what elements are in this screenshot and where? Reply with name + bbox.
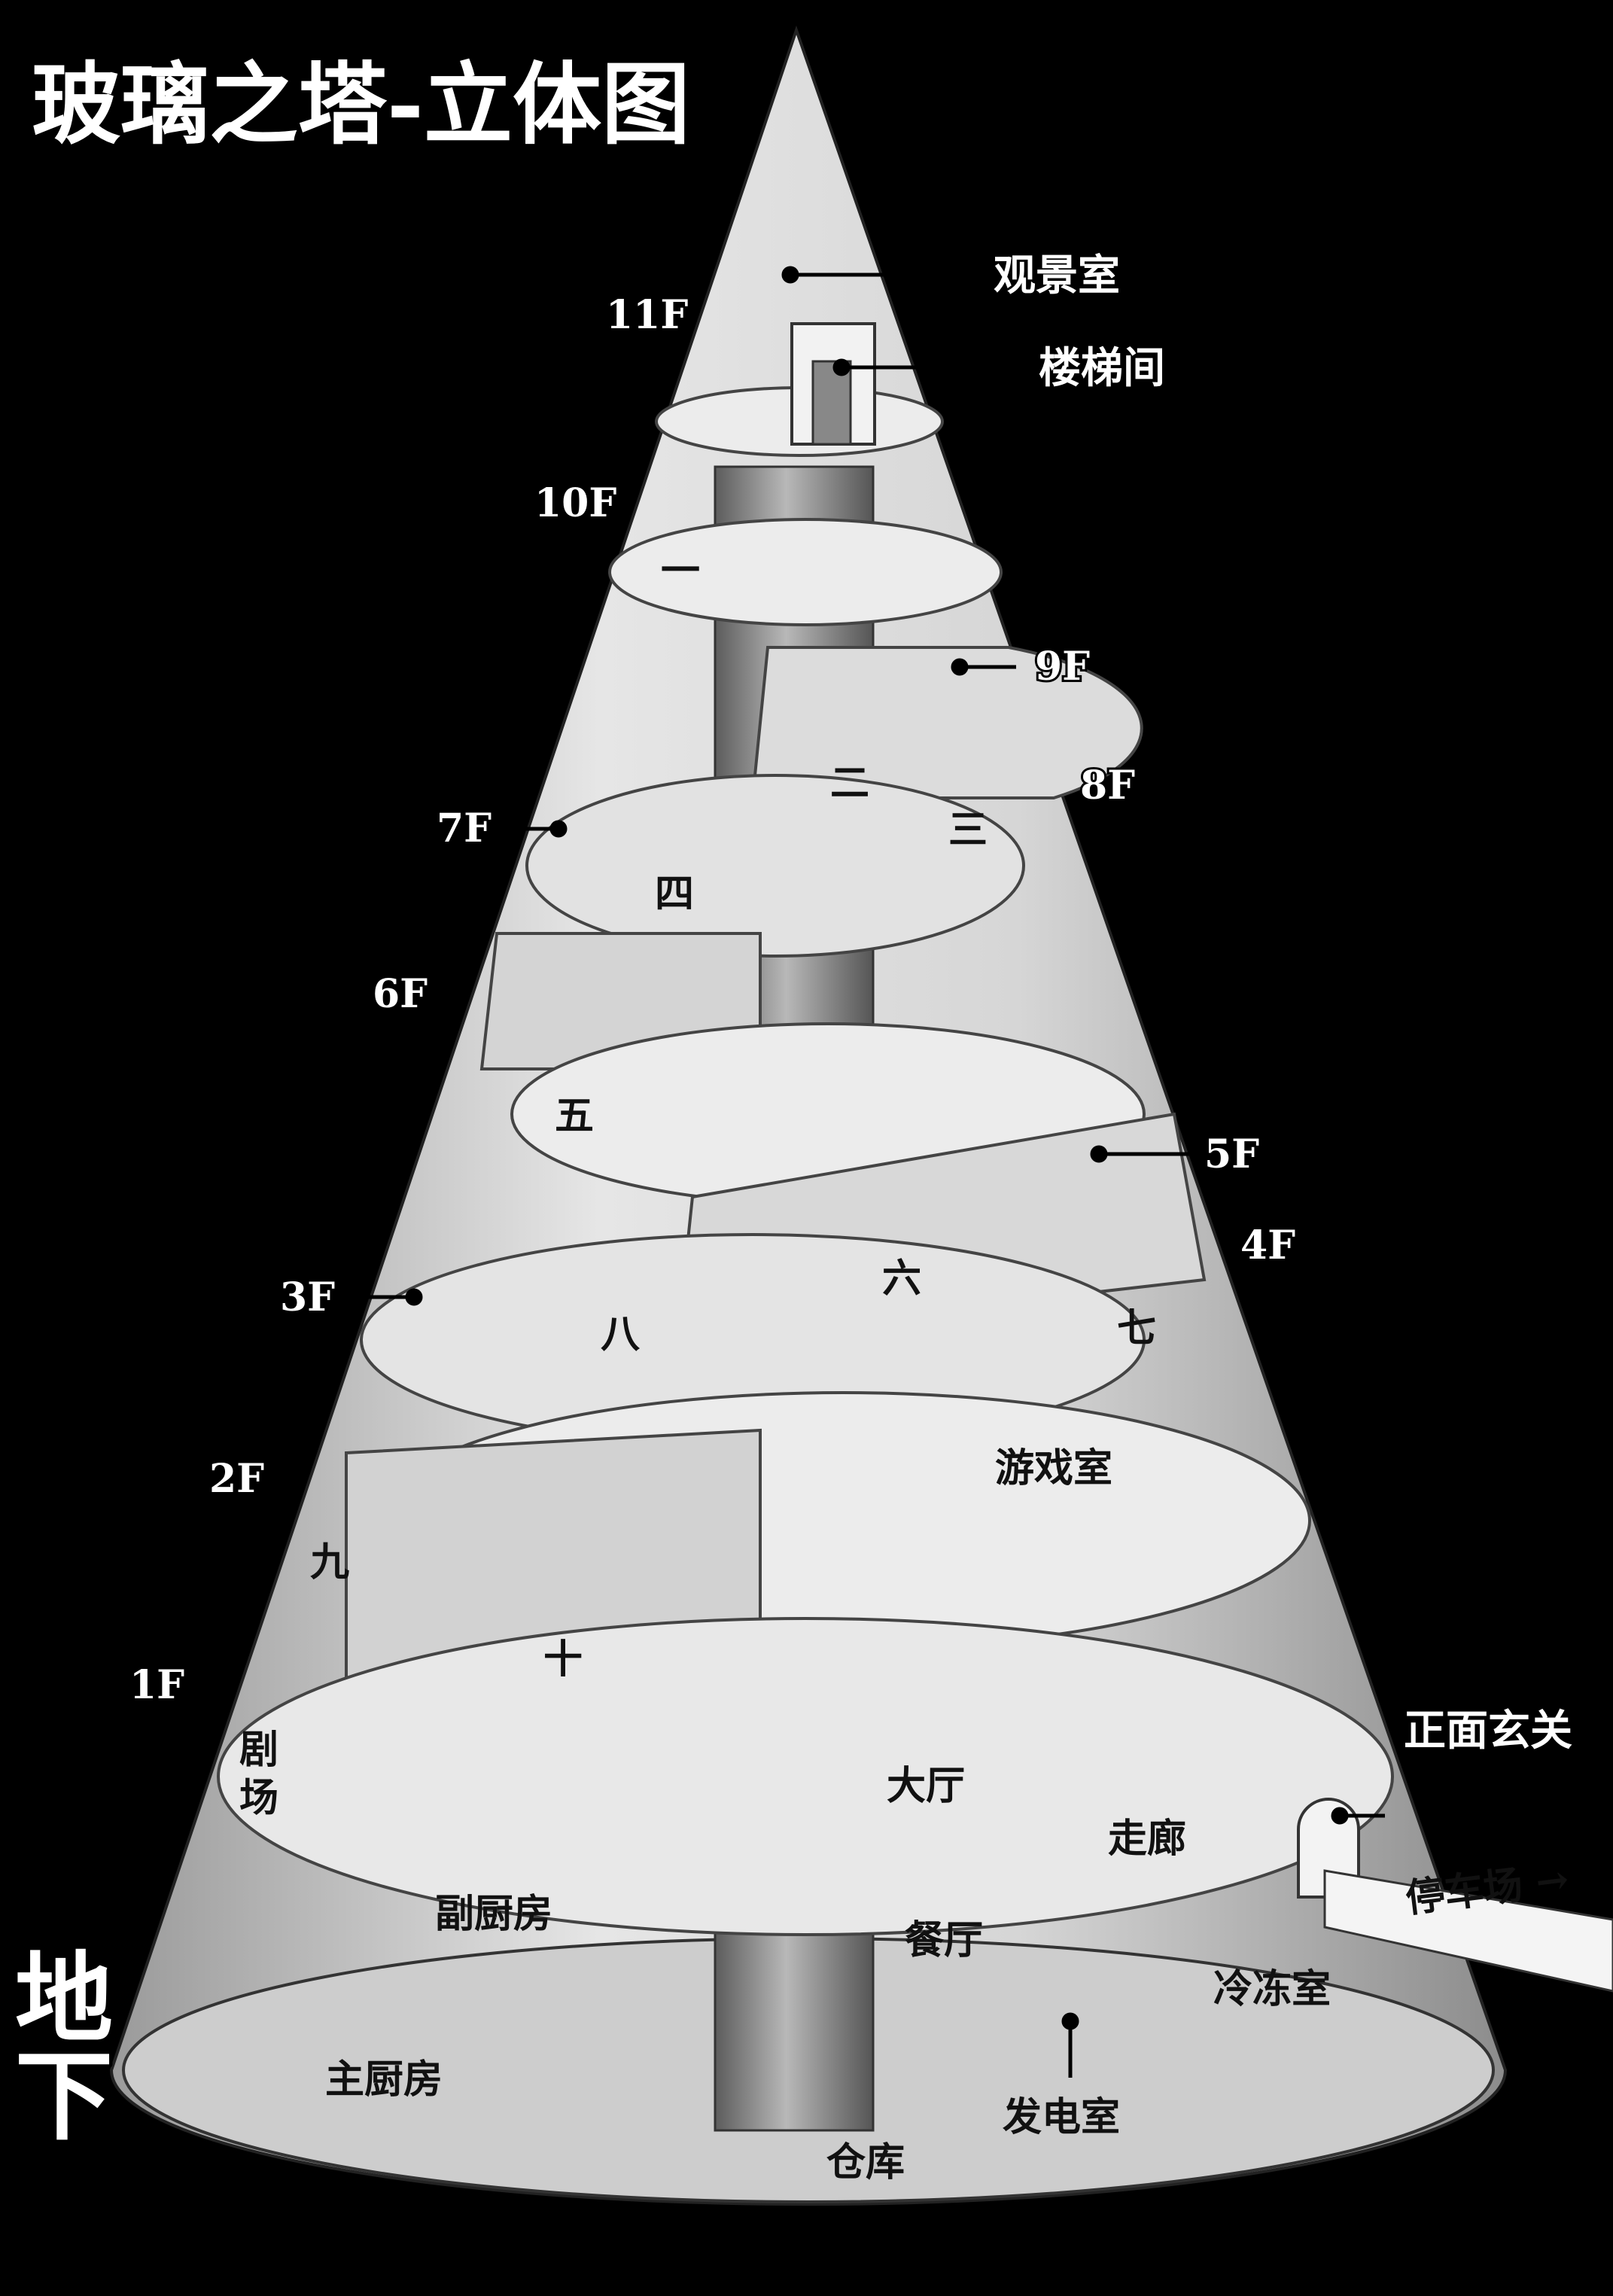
room-4-label: 四	[655, 871, 694, 917]
floor-label-10f: 10F	[534, 480, 616, 526]
room-2-label: 二	[830, 760, 869, 806]
underground-label-top: 地	[15, 1941, 113, 2056]
room-9-label: 九	[310, 1539, 349, 1585]
entrance-door	[1297, 1798, 1360, 1899]
callout-labels: 观景室 楼梯间 正面玄关 停车场 →	[991, 248, 1576, 1922]
stairwell-label: 楼梯间	[1039, 343, 1165, 393]
room-6-label: 六	[882, 1256, 921, 1302]
theater-label-top: 剧	[239, 1727, 278, 1773]
floor-label-6f: 6F	[373, 971, 428, 1017]
diagram-title: 玻璃之塔-立体图	[32, 52, 690, 157]
main-kitchen-label: 主厨房	[325, 2057, 443, 2103]
storage-label: 仓库	[826, 2139, 905, 2185]
freezer-label: 冷冻室	[1213, 1966, 1331, 2012]
dining-label: 餐厅	[905, 1917, 983, 1963]
floor-label-3f: 3F	[280, 1274, 335, 1320]
game-room-label: 游戏室	[995, 1445, 1112, 1491]
room-7-label: 七	[1117, 1305, 1156, 1351]
room-5-label: 五	[555, 1093, 594, 1139]
floor-label-1f: 1F	[129, 1662, 184, 1708]
floor-label-5f: 5F	[1204, 1131, 1259, 1177]
room-1-label: 一	[661, 548, 700, 594]
floor-labels: 11F 10F 9F 8F 7F 6F 5F 4F 3F 2F 1F	[127, 290, 1298, 1710]
floor-label-7f: 7F	[437, 805, 492, 851]
theater-label-bottom: 场	[239, 1775, 278, 1821]
floor-label-11f: 11F	[606, 292, 688, 338]
floor-label-2f: 2F	[209, 1456, 264, 1502]
sub-kitchen-label: 副厨房	[435, 1891, 552, 1937]
floor-plates	[217, 386, 1394, 1936]
parking-path	[1323, 1869, 1613, 1993]
floor-label-8f: 8F	[1080, 763, 1135, 808]
leader-lines	[335, 266, 1385, 2078]
room-8-label: 八	[601, 1311, 641, 1357]
floor-label-4f: 4F	[1240, 1223, 1295, 1268]
underground-label-bottom: 下	[15, 2039, 113, 2154]
room-3-label: 三	[948, 807, 988, 853]
corridor-label: 走廊	[1108, 1816, 1186, 1862]
room-labels: 一 二 三 四 五 六 七 八 九 十 游戏室 剧 场 大厅 走廊 副厨房 餐厅…	[239, 548, 1331, 2185]
room-10-label: 十	[543, 1637, 583, 1682]
stairwell-box	[790, 322, 876, 446]
entrance-label: 正面玄关	[1404, 1706, 1572, 1755]
hall-label: 大厅	[887, 1763, 965, 1809]
generator-room-label: 发电室	[1003, 2094, 1120, 2140]
observation-room-label: 观景室	[994, 251, 1120, 300]
floor-label-9f: 9F	[1035, 644, 1090, 690]
